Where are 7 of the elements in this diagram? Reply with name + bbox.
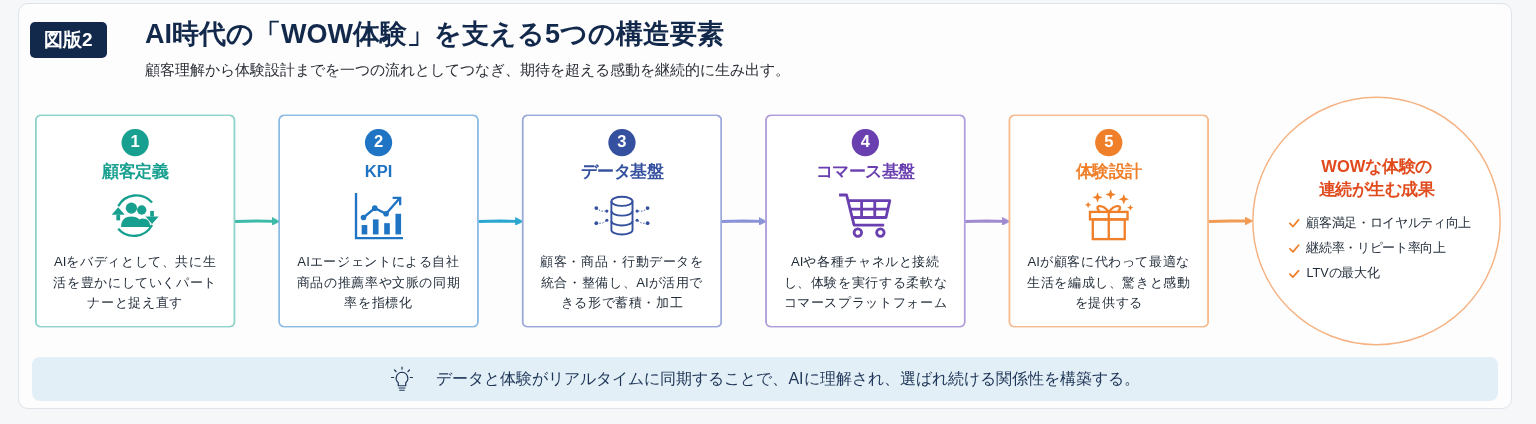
caption: データと体験がリアルタイムに同期することで、AIに理解され、選ばれ続ける関係性を構築する。 (436, 368, 1140, 389)
figure-label: 図版2 (30, 22, 107, 58)
node-circle: WOWな体験の連続が生む成果 顧客満足・ロイヤルティ向上 継続率・リピート率向上 LTVの最大化 (1252, 96, 1501, 346)
subtitle: 顧客理解から体験設計までを一つの流れとしてつなぎ、期待を超える感動を継続的に生み出す。 (145, 61, 790, 80)
title: AI時代の「WOW体験」を支える5つの構造要素 (145, 18, 724, 51)
arrow (721, 217, 767, 226)
arrow (1208, 216, 1254, 226)
